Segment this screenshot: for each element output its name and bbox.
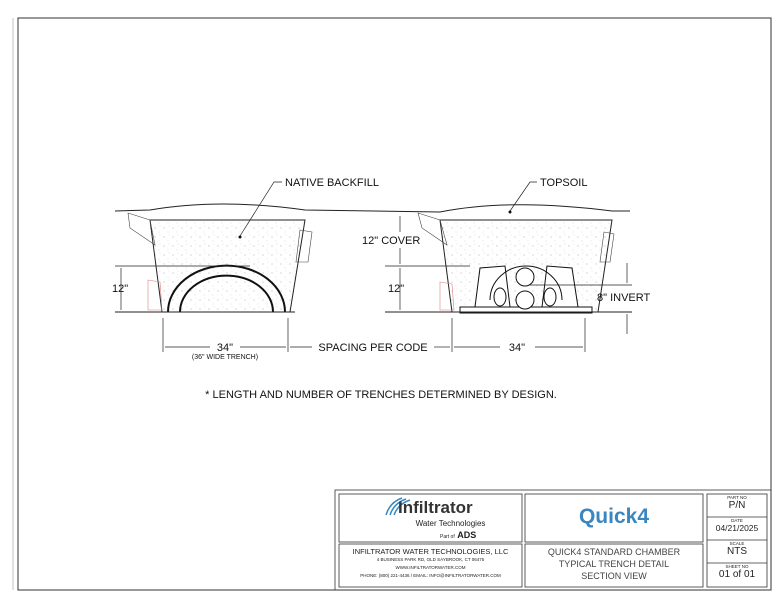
native-soil-hatch-red — [439, 281, 455, 311]
company-web: WWW.INFILTRATORWATER.COM — [395, 565, 466, 570]
field-value: P/N — [728, 500, 746, 511]
logo-part-of: Part of ADS — [440, 530, 476, 540]
title-line: QUICK4 STANDARD CHAMBER — [547, 547, 681, 557]
arch-chamber-inner — [179, 274, 274, 313]
infiltrator-logo-icon — [385, 497, 411, 516]
logo-sub: Water Technologies — [415, 519, 486, 528]
cover-label: 12" COVER — [362, 235, 420, 247]
field-value: 01 of 01 — [718, 569, 756, 580]
field-value: NTS — [727, 546, 747, 557]
left-height-label: 12" — [112, 283, 128, 295]
leader-dot — [238, 235, 242, 239]
footnote: * LENGTH AND NUMBER OF TRENCHES DETERMIN… — [205, 389, 557, 401]
logo-brand: Infiltrator — [398, 498, 473, 517]
leader-dot — [508, 210, 512, 214]
spacing-label: SPACING PER CODE — [318, 342, 427, 354]
field-label: SCALE — [729, 541, 745, 546]
field-label: PART NO — [727, 495, 747, 500]
field-label: SHEET NO — [725, 564, 749, 569]
field-label: DATE — [731, 518, 743, 523]
company-contact: PHONE: (800) 221-4436 / EMAIL: INFO@INFI… — [360, 573, 501, 578]
native-soil-hatch — [127, 212, 156, 246]
right-width-label: 34" — [509, 342, 525, 354]
title-line: TYPICAL TRENCH DETAIL — [558, 559, 670, 569]
topsoil-leader — [509, 181, 537, 212]
right-height-label: 12" — [388, 283, 404, 295]
company-name: INFILTRATOR WATER TECHNOLOGIES, LLC — [352, 547, 509, 556]
native-soil-hatch-red — [147, 279, 163, 311]
quick4-chamber-section — [459, 265, 593, 314]
left-width-label: 34" — [217, 342, 233, 354]
ads-logo: ADS — [457, 530, 477, 540]
topsoil-label: TOPSOIL — [540, 177, 587, 189]
product-logo: Quick4 — [578, 505, 650, 528]
native-backfill-label: NATIVE BACKFILL — [285, 177, 379, 189]
title-block-frame — [334, 489, 772, 591]
title-line: SECTION VIEW — [581, 571, 647, 581]
native-soil-hatch — [417, 212, 448, 246]
company-address: 4 BUSINESS PARK RD, OLD SAYBROOK, CT 064… — [376, 557, 485, 562]
ground-line — [114, 203, 630, 213]
invert-label: 8" INVERT — [597, 292, 650, 304]
logo-part-of-text: Part of — [440, 534, 455, 540]
backfill-leader — [239, 181, 282, 237]
field-value: 04/21/2025 — [715, 523, 759, 533]
native-soil-hatch — [295, 229, 313, 263]
drawing-title: QUICK4 STANDARD CHAMBER TYPICAL TRENCH D… — [525, 546, 703, 582]
left-width-note: (36" WIDE TRENCH) — [192, 354, 258, 361]
native-soil-hatch — [599, 231, 615, 263]
